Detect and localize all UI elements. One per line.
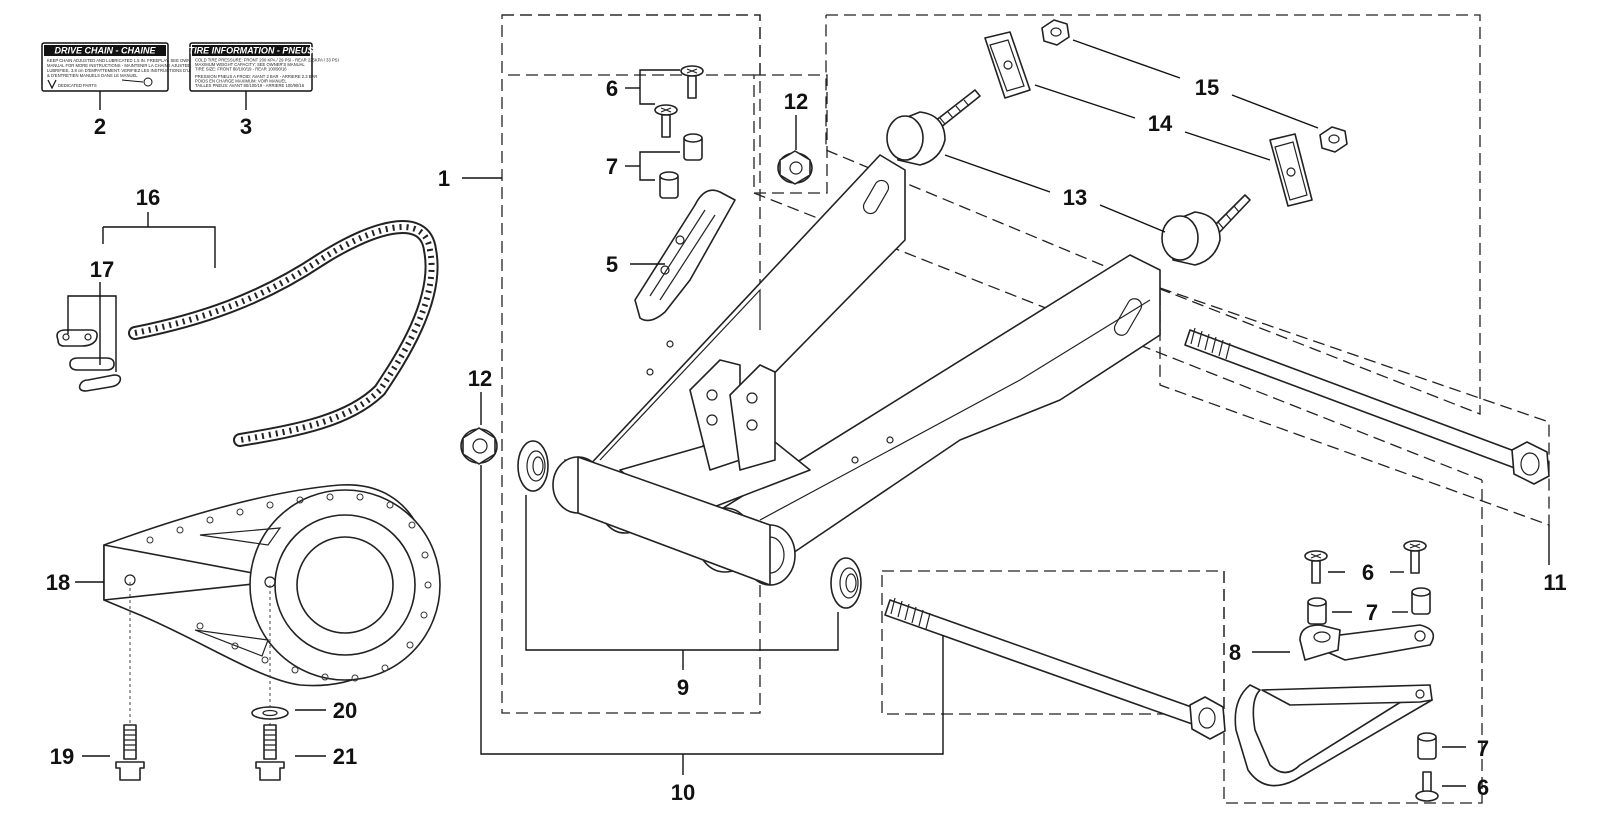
callout-5: 5: [606, 252, 618, 277]
rear-axle: [1184, 327, 1550, 485]
drive-chain-line-2: MANUAL FOR MORE INSTRUCTIONS - MAINTENIR…: [47, 63, 197, 68]
screw-6-top-a: [680, 65, 704, 99]
group-box-pivot-nut: [753, 74, 828, 194]
tire-info-line-3: TIRE SIZE: FRONT 80/100/19 - REAR 100/90…: [195, 67, 287, 72]
master-link: [56, 329, 122, 392]
drive-chain-line-1: KEEP CHAIN ADJUSTED AND LUBRICATED 1.5 I…: [47, 58, 200, 63]
group-box-pivot-bolt: [881, 570, 1225, 715]
decal-tire-info: TIRE INFORMATION - PNEUS COLD TIRE PRESS…: [189, 42, 339, 92]
callout-12-left: 12: [468, 366, 492, 391]
screw-6-right-a: [1304, 550, 1328, 584]
drive-chain: [128, 220, 439, 447]
callout-6-right: 6: [1362, 560, 1374, 585]
drive-chain-title: DRIVE CHAIN - CHAINE: [54, 46, 156, 56]
chain-guard: [103, 484, 441, 687]
bolt-21: [255, 724, 285, 781]
decal-drive-chain: DRIVE CHAIN - CHAINE KEEP CHAIN ADJUSTED…: [41, 42, 212, 92]
screw-6-bottom: [1415, 771, 1439, 802]
callout-21: 21: [333, 744, 357, 769]
pivot-bolt: [884, 597, 1226, 740]
adjuster-bolt-13-a: [886, 89, 981, 166]
callout-6-top: 6: [606, 76, 618, 101]
spacer-7-top-b: [659, 171, 679, 199]
drive-chain-line-4: & D'ENTRETIEN MANUELS DANS LE MANUEL: [47, 73, 138, 78]
swingarm: [552, 154, 1161, 586]
callout-19: 19: [50, 744, 74, 769]
callout-1: 1: [438, 166, 450, 191]
bearing-left: [517, 440, 549, 492]
callout-2: 2: [94, 114, 106, 139]
tire-info-line-2: MAXIMUM WEIGHT CAPACITY: SEE OWNER'S MAN…: [195, 62, 305, 67]
spacer-7-bottom: [1417, 732, 1437, 760]
nut-15-b: [1319, 126, 1348, 153]
drive-chain-line-3: LUBRIFIEE. 3.8 cm D'EMPATTEMENT. VERIFIE…: [47, 68, 212, 73]
adjuster-bolt-13-b: [1161, 194, 1251, 266]
pivot-nut-12-top: [777, 150, 813, 185]
callout-20: 20: [333, 698, 357, 723]
group-boxes: [501, 14, 1550, 804]
chain-slider: [634, 189, 736, 322]
adjuster-plate-14-a: [984, 31, 1031, 99]
callout-16: 16: [136, 185, 160, 210]
tire-info-line-5: PRESSION PNEUS A FROID: AVANT 2 BAR - AR…: [195, 74, 317, 79]
guard-holes: [146, 493, 432, 682]
callout-6-bottom: 6: [1477, 775, 1489, 800]
group-box-swingarm-main: [501, 14, 761, 714]
callout-3: 3: [240, 114, 252, 139]
callout-7-right: 7: [1366, 600, 1378, 625]
callout-12-top: 12: [784, 89, 808, 114]
callout-9: 9: [677, 675, 689, 700]
screw-6-top-b: [654, 104, 678, 138]
drive-chain-footer: DEDICATED PARTS: [58, 83, 97, 88]
callout-7-bottom: 7: [1477, 736, 1489, 761]
callout-18: 18: [46, 570, 70, 595]
brand-logo-icon: [47, 79, 57, 90]
spacer-7-top-a: [683, 133, 703, 161]
washer-20: [251, 706, 289, 720]
callout-7-top: 7: [606, 154, 618, 179]
tire-info-line-7: TAILLES PNEUS: AVANT 80/100/19 - ARRIERE…: [195, 83, 305, 88]
callout-10: 10: [671, 780, 695, 805]
tire-info-title: TIRE INFORMATION - PNEUS: [189, 46, 314, 56]
bearing-right: [830, 557, 862, 609]
screw-6-right-b: [1403, 540, 1427, 574]
callout-17: 17: [90, 257, 114, 282]
tire-info-line-6: POIDS EN CHARGE MAXIMUM: VOIR MANUEL: [195, 79, 287, 84]
group-box-swingarm-assembly: [502, 14, 761, 76]
tire-info-line-1: COLD TIRE PRESSURE: FRONT 200 KPA / 29 P…: [195, 58, 339, 63]
pivot-nut-12-left: [460, 427, 498, 465]
group-box-axle-adjusters: [825, 14, 1481, 415]
callout-11: 11: [1543, 570, 1566, 595]
callout-13: 13: [1063, 185, 1087, 210]
chain-guide: [1234, 624, 1435, 787]
group-box-chain-guide: [1223, 480, 1483, 804]
callout-15: 15: [1195, 75, 1219, 100]
spacer-7-right-b: [1411, 587, 1431, 615]
callout-8: 8: [1229, 640, 1241, 665]
nut-15-a: [1041, 19, 1070, 46]
spacer-7-right-a: [1307, 597, 1327, 625]
callout-14: 14: [1148, 111, 1173, 136]
adjuster-plate-14-b: [1269, 133, 1313, 207]
sprocket-icon: [143, 77, 153, 87]
bolt-19: [115, 724, 145, 781]
